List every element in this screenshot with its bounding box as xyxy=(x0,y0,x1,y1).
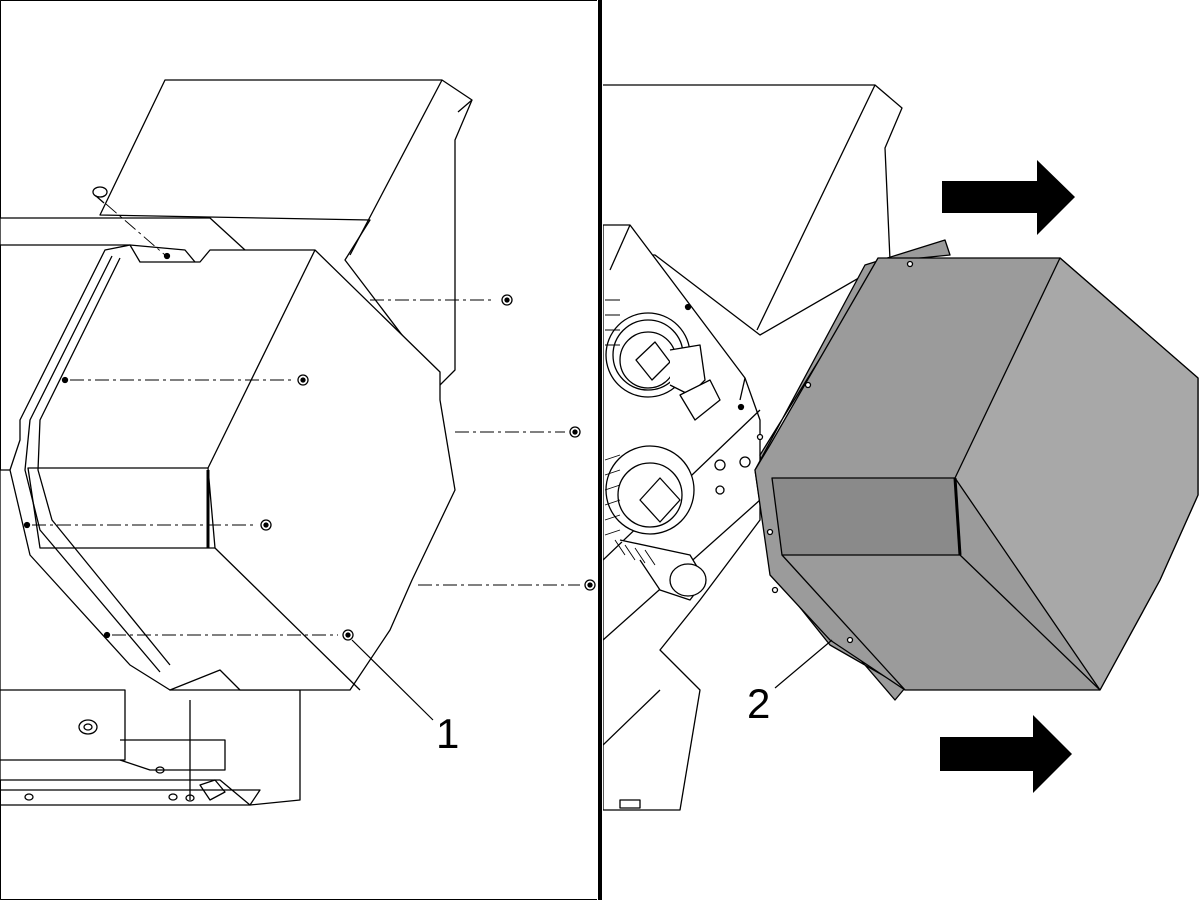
callout-1-leader xyxy=(351,639,434,721)
back-panel-edge xyxy=(349,79,443,256)
right-back-panel xyxy=(603,84,903,336)
screw-top xyxy=(92,186,171,260)
motor-lower xyxy=(605,445,707,601)
motor-upper xyxy=(605,312,721,421)
screw-row-3 xyxy=(455,426,581,438)
cover-outline xyxy=(9,244,456,691)
callout-2-label: 2 xyxy=(747,680,770,727)
left-panel xyxy=(0,0,597,900)
back-panel xyxy=(99,79,473,386)
removed-cover xyxy=(754,239,1199,701)
arrow-right-bottom xyxy=(940,715,1072,793)
callout-2-leader xyxy=(774,639,833,689)
screw-row-5 xyxy=(418,579,596,591)
screw-row-6 xyxy=(103,629,354,641)
arrow-right-top xyxy=(942,160,1075,235)
screw-row-1 xyxy=(370,294,513,306)
callout-1-label: 1 xyxy=(436,710,459,757)
right-panel xyxy=(603,84,1199,811)
screw-row-4 xyxy=(23,519,272,531)
screw-row-2 xyxy=(61,374,309,386)
